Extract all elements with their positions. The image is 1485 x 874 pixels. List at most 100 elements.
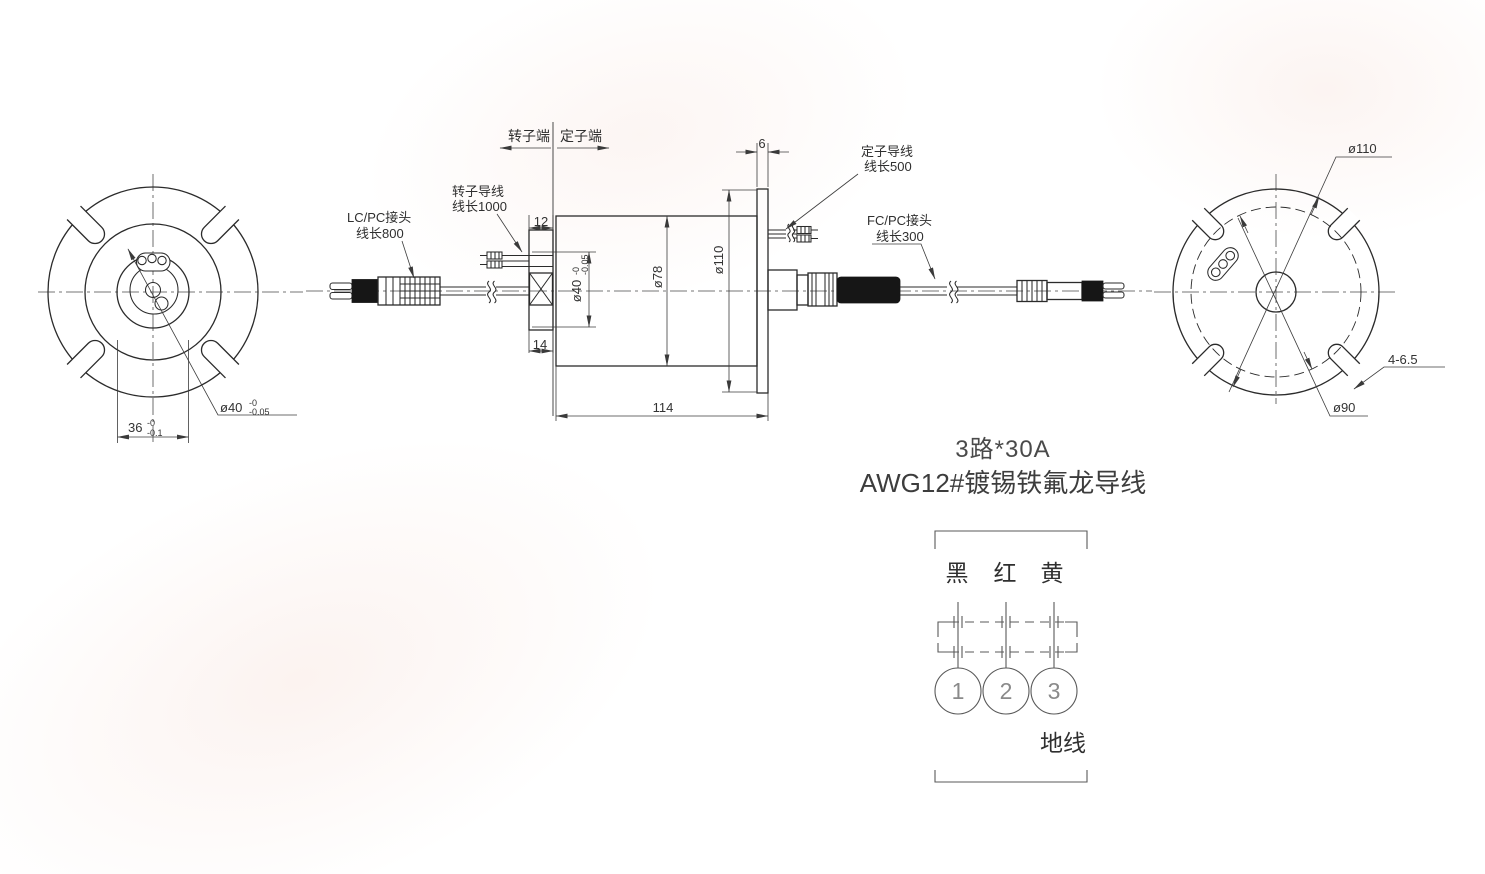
fcpc-ring-lines xyxy=(1021,280,1043,302)
bearing-box xyxy=(528,272,554,306)
top-bracket xyxy=(934,530,1088,549)
dim-36-tol-upper: -0 xyxy=(147,418,155,428)
terminal-number-3: 3 xyxy=(1048,678,1061,704)
fiber-exit-slot xyxy=(1207,247,1239,281)
stator-terminal-pins xyxy=(811,229,818,240)
fiber-exit-slot-group xyxy=(1207,247,1239,281)
ring-lines xyxy=(811,273,834,306)
terminal-number-1: 1 xyxy=(952,678,965,704)
outer-circle xyxy=(47,186,259,398)
bearing-cross xyxy=(529,272,553,306)
fcpc-ferrule xyxy=(1102,291,1125,299)
wire-color-red: 红 xyxy=(994,560,1017,586)
notch xyxy=(200,205,240,245)
terminal-circle-1 xyxy=(934,667,982,715)
dim-114: 114 xyxy=(653,400,674,415)
side-view: 转子端 定子端 xyxy=(329,122,1125,421)
circuits-spec: 3路*30A xyxy=(955,436,1050,463)
dim-110-label: ø110 xyxy=(1348,141,1377,156)
stator-fiber-cable xyxy=(900,286,1017,296)
stator-wire-leader xyxy=(785,173,859,230)
wire-color-yellow: 黄 xyxy=(1041,560,1064,586)
dim-90-leader xyxy=(1237,217,1368,417)
offset-hole xyxy=(154,296,169,311)
rotor-wire-label-line2: 线长1000 xyxy=(452,199,507,214)
rotor-cable-break xyxy=(487,280,497,304)
stator-lead-wires xyxy=(768,229,797,239)
wire-lines xyxy=(957,602,1055,668)
dim-40-tol-upper: -0 xyxy=(571,267,581,275)
dim-90-arrow xyxy=(1303,351,1313,370)
stator-cable-break xyxy=(949,280,959,304)
bottom-bracket xyxy=(934,770,1088,783)
dim-36-tol-lower: -0.1 xyxy=(147,428,163,438)
dim-110-leader xyxy=(1228,156,1392,393)
fiber-hole xyxy=(1210,267,1221,278)
dim-6: 6 xyxy=(758,136,765,151)
stator-wire-label-line1: 定子导线 xyxy=(861,144,913,159)
ground-wire-label: 地线 xyxy=(1040,730,1086,756)
bolt-circle-dashed xyxy=(1190,206,1362,378)
front-view-rotor-side xyxy=(38,174,303,442)
dim-36-value: 36 xyxy=(128,420,142,435)
fcpc-leader xyxy=(872,243,936,280)
lcpc-ferrule xyxy=(329,282,353,291)
dim-holes-label: 4-6.5 xyxy=(1388,352,1418,367)
dim-12: 12 xyxy=(534,214,548,229)
notch xyxy=(1327,207,1361,241)
right-view-dimensions: ø110 ø90 4-6.5 xyxy=(1228,141,1445,417)
notch xyxy=(1327,343,1361,377)
dim-40-value: ø40 xyxy=(569,280,584,302)
dim-78: ø78 xyxy=(650,266,665,288)
cable-boot-stator xyxy=(836,276,901,304)
lcpc-label-line1: LC/PC接头 xyxy=(347,210,411,225)
fcpc-ferrule xyxy=(1102,282,1125,290)
notch xyxy=(1191,207,1225,241)
fcpc-connector-body xyxy=(1081,280,1104,302)
wire-spec: AWG12#镀锡铁氟龙导线 xyxy=(860,468,1147,498)
dim-bore-leader xyxy=(127,248,297,416)
stator-wire-label-line2: 线长500 xyxy=(864,159,912,174)
cable-boot-rotor xyxy=(351,279,379,303)
wire-color-black: 黑 xyxy=(946,560,969,586)
rotor-wire-channel xyxy=(529,254,553,268)
dim-14: 14 xyxy=(533,337,547,352)
fcpc-label-line1: FC/PC接头 xyxy=(867,213,932,228)
center-shaft-circle xyxy=(1255,271,1297,313)
fiber-hole xyxy=(147,253,157,264)
rotor-flange-block xyxy=(528,229,554,331)
lcpc-label-line2: 线长800 xyxy=(356,226,404,241)
dim-holes-leader xyxy=(1353,366,1445,390)
notch xyxy=(1191,343,1225,377)
rotor-terminal-hatch xyxy=(490,252,500,268)
notch xyxy=(66,205,106,245)
wiring-diagram: 黑 红 黄 1 2 3 地线 xyxy=(934,530,1088,783)
dim-110-arrow xyxy=(1232,368,1242,388)
dim-90-arrow xyxy=(1239,215,1249,234)
fcpc-label-line2: 线长300 xyxy=(876,229,924,244)
terminal-number-2: 2 xyxy=(1000,678,1013,704)
terminal-circle-2 xyxy=(982,667,1030,715)
notch xyxy=(200,339,240,379)
dim-110-arrow xyxy=(1310,196,1320,216)
terminal-circle-3 xyxy=(1030,667,1078,715)
terminal-block-dashed-sides xyxy=(937,628,1078,646)
rotor-wire-leader xyxy=(496,213,523,253)
fiber-connector-base xyxy=(767,269,798,311)
rotor-lead-wires xyxy=(502,254,529,268)
dim-40-tol-lower: -0.05 xyxy=(580,254,590,275)
lcpc-leader xyxy=(401,240,415,279)
spec-notes: 3路*30A AWG12#镀锡铁氟龙导线 xyxy=(860,436,1147,498)
boss-circle xyxy=(129,265,179,315)
stator-terminal-hatch xyxy=(800,226,810,242)
terminal-block-corners xyxy=(937,621,1078,653)
fiber-connector-step xyxy=(796,274,809,306)
middle-circle xyxy=(84,223,222,361)
terminal-clamp-ticks xyxy=(953,616,1059,658)
fiber-hole xyxy=(137,255,147,266)
stator-end-label: 定子端 xyxy=(560,128,602,144)
fiber-hole xyxy=(1218,259,1228,269)
fiber-hole xyxy=(157,255,167,266)
